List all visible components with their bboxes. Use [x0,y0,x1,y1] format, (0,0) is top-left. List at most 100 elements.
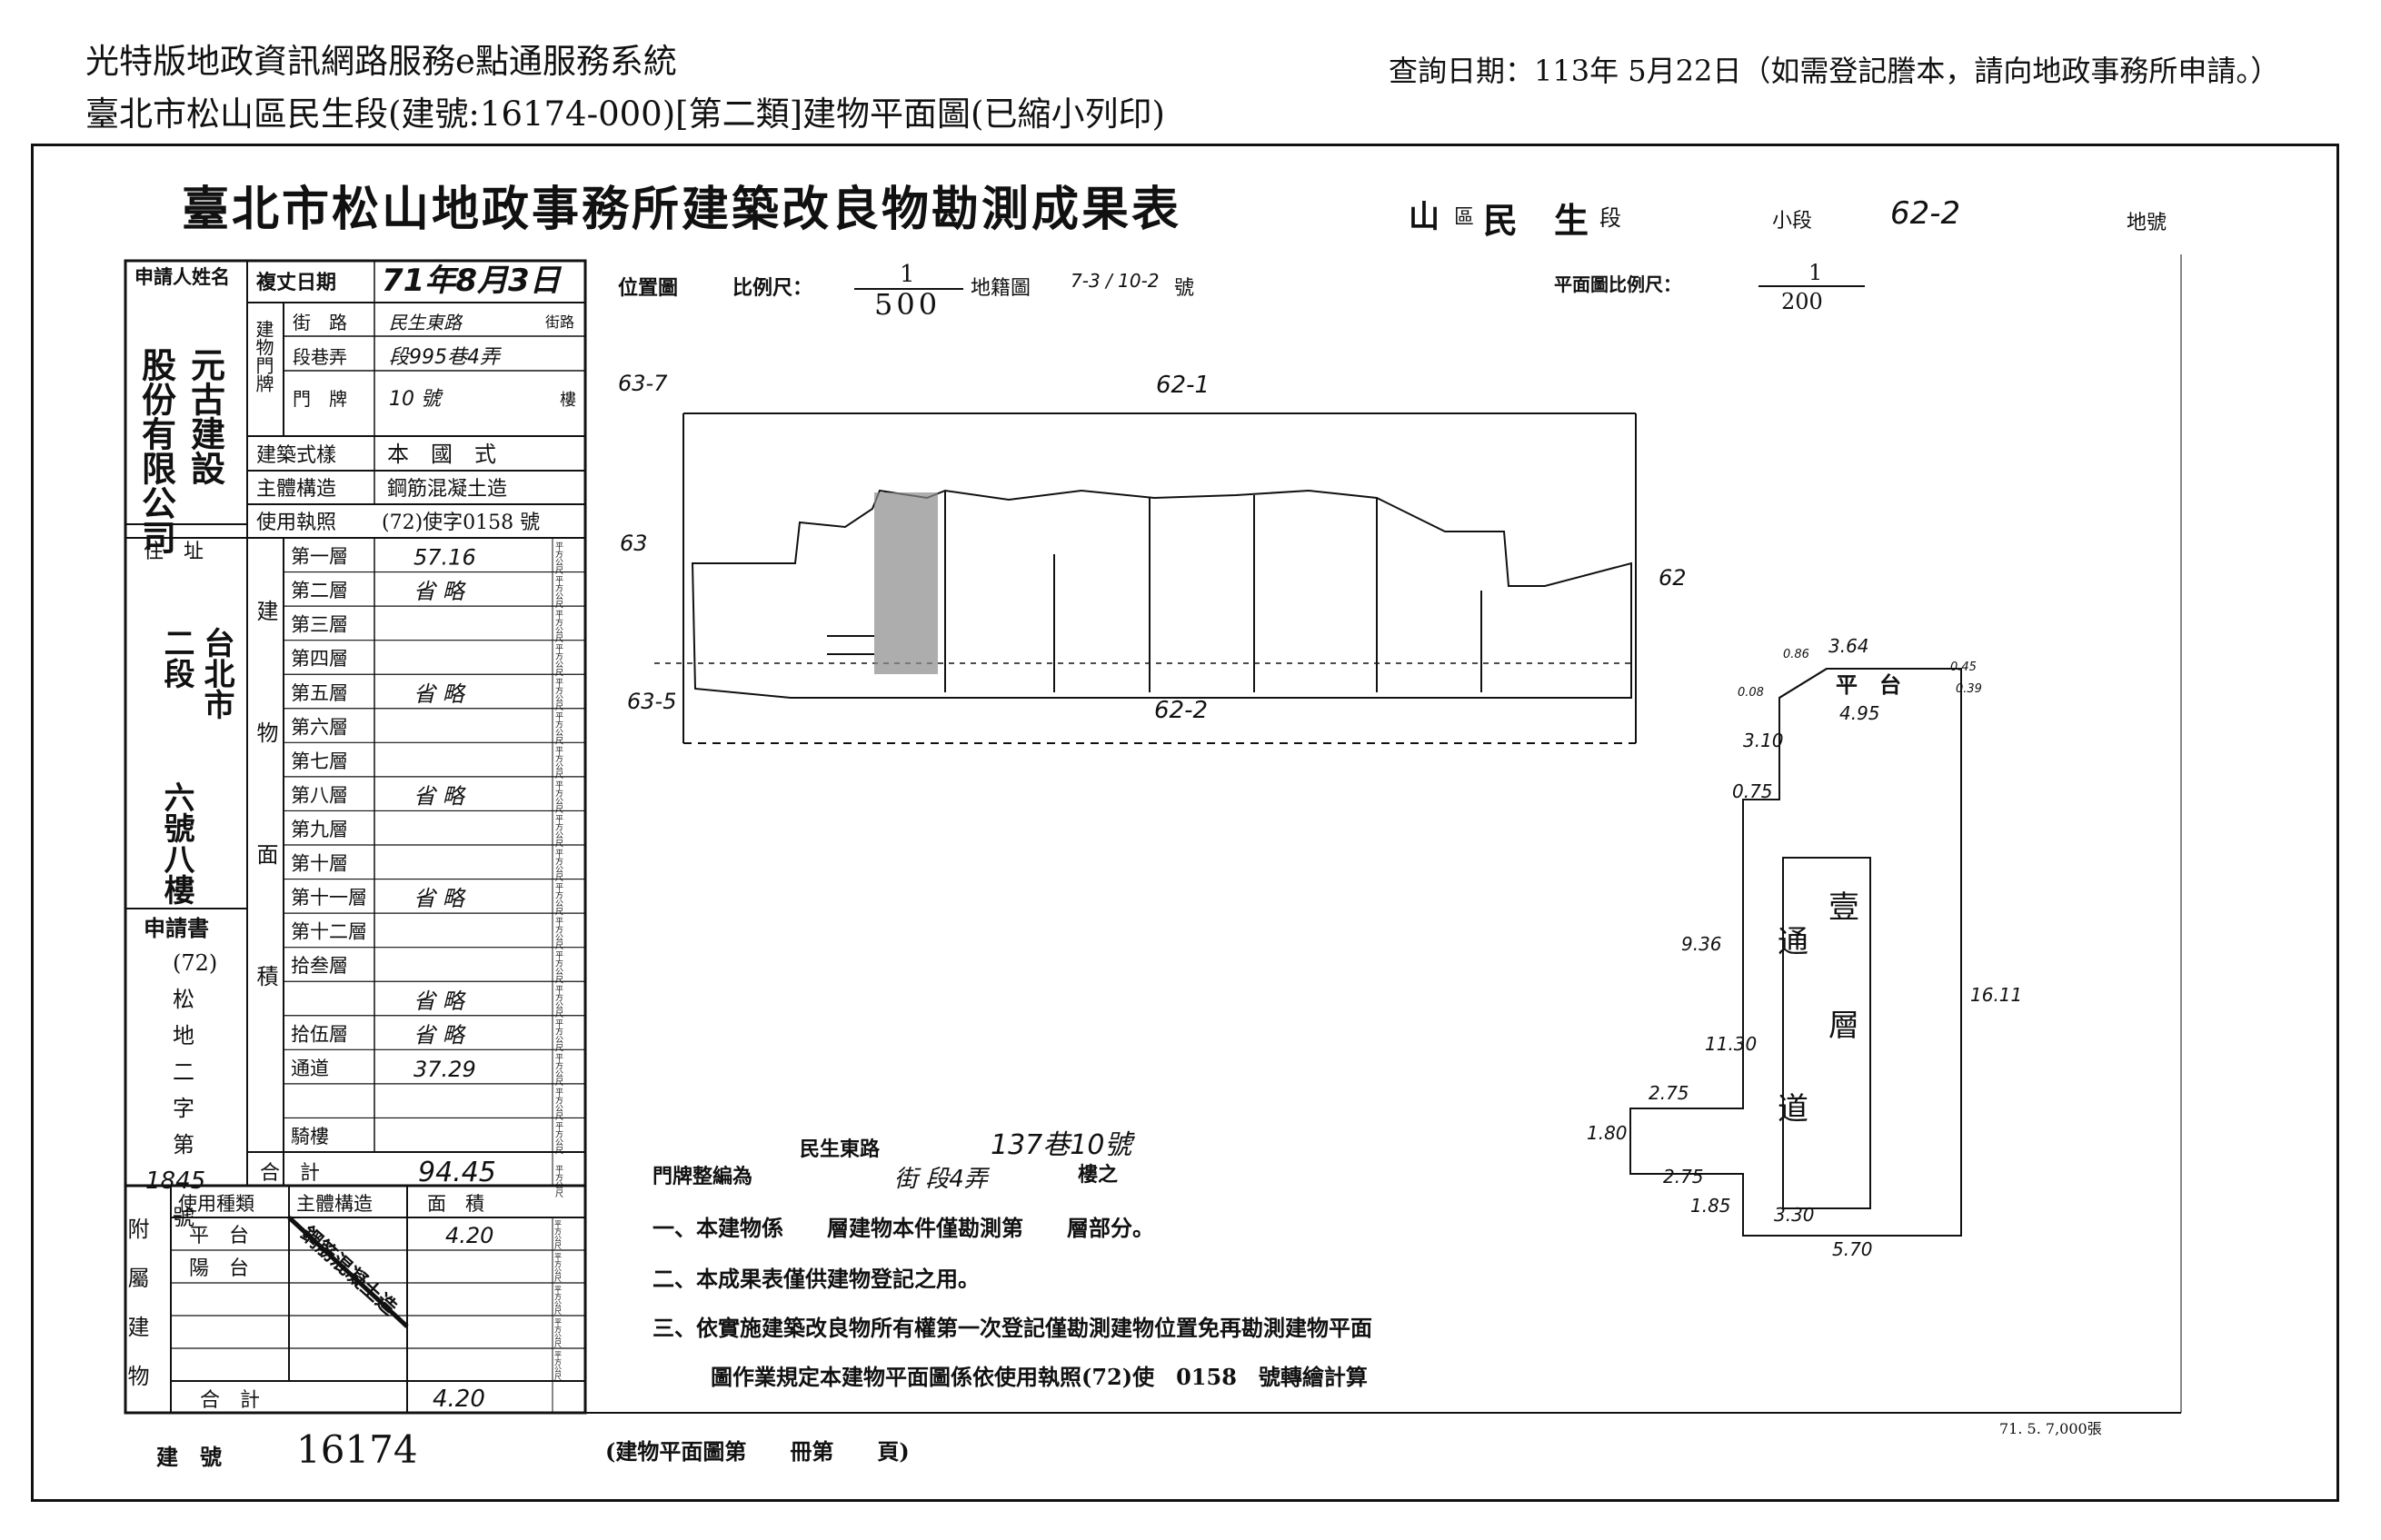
plan-dimension: 9.36 [1681,933,1722,955]
plan-dimension: 5.70 [1832,1238,1873,1260]
date-label: 複丈日期 [256,271,336,294]
floor-unit: 平方公尺 [553,1019,563,1053]
floor-name: 第一層 [291,546,348,568]
system-title: 光特版地政資訊網路服務e點通服務系統 [85,42,677,81]
floor-unit: 平方公尺 [553,712,563,746]
door-street-label: 街 路 [293,312,347,333]
location-scale-den: 500 [874,287,941,322]
floor-unit: 平方公尺 [553,985,563,1018]
floor-name: 騎樓 [291,1126,329,1148]
building-no-label: 建 號 [156,1444,222,1470]
floor-area: 37.29 [413,1057,476,1082]
door-number-value: 10 號 [389,388,443,411]
annex-total-value: 4.20 [433,1386,485,1413]
floor-unit: 平方公尺 [553,1053,563,1087]
floor-unit: 平方公尺 [553,917,563,950]
door-number-label: 門 牌 [293,388,347,410]
floor-unit: 平方公尺 [553,814,563,848]
floor-unit: 平方公尺 [553,951,563,985]
note-4: 圖作業規定本建物平面圖係依使用執照(72)使 0158 號轉繪計算 [711,1364,1368,1390]
structure: 鋼筋混凝土造 [387,478,507,501]
annex-type: 陽 台 [189,1257,249,1280]
location-scale-num: 1 [900,261,915,288]
total-unit: 平方公尺 [553,1165,563,1198]
address-label: 住 址 [144,541,204,563]
annex-unit: 平方公尺 [554,1318,563,1348]
floor-name: 拾伍層 [291,1023,348,1045]
note-1: 一、本建物係 層建物本件僅勘測第 層部分。 [653,1215,1154,1241]
door-compile-floor: 樓之 [1078,1163,1118,1187]
floor-area: 省 略 [413,681,467,707]
application-line: (72) [173,950,217,976]
floor-name: 第九層 [291,819,348,840]
floor-area: 省 略 [413,579,467,604]
location-scale-label: 比例尺： [732,276,812,300]
annex-row-lines [171,1249,585,1349]
plan-dimension: 0.86 [1783,648,1809,661]
door-number-suffix: 樓 [560,391,576,410]
building-style: 本 國 式 [387,442,496,467]
address-line-3: 六號八樓 [158,781,194,905]
license-label: 使用執照 [256,512,336,534]
plan-dimension: 3.10 [1743,730,1784,751]
site-label-63-5: 63-5 [627,689,676,714]
annex-area: 4.20 [445,1223,493,1248]
form-code: 71. 5. 7,000張 [1999,1420,2102,1437]
note-2: 二、本成果表僅供建物登記之用。 [653,1266,980,1292]
survey-sheet-frame [31,144,2339,1502]
floor-unit: 平方公尺 [553,1121,563,1155]
building-style-label: 建築式樣 [256,444,336,467]
plan-dimension: 3.64 [1828,635,1869,657]
application-line: 地 [173,1023,194,1048]
annex-unit: 平方公尺 [554,1286,563,1316]
floor-name: 第十一層 [291,887,367,909]
district-duan: 段 [1599,205,1621,231]
floor-unit: 平方公尺 [553,575,563,609]
plan-dimension: 11.30 [1705,1033,1757,1055]
annex-type: 平 台 [189,1225,249,1247]
site-label-62: 62 [1659,565,1687,591]
cadastral-map-no: 7-3 / 10-2 [1071,270,1160,292]
door-street-suffix: 街路 [545,313,574,331]
site-label-63: 63 [620,531,648,556]
annex-structure: 鋼筋混凝土造 [295,1221,401,1319]
total-value: 94.45 [418,1157,496,1188]
license: (72)使字0158 號 [382,512,540,534]
plan-dimension: 0.39 [1956,682,1982,696]
plan-dimension: 0.08 [1738,686,1764,700]
plan-dimension: 2.75 [1649,1082,1689,1104]
survey-date: 71年8月3日 [382,263,563,299]
annex-header-structure: 主體構造 [296,1193,373,1215]
area-label: 建物面積 [253,600,278,1087]
plan-dimension: 4.95 [1839,702,1880,724]
floor-unit: 平方公尺 [553,541,563,575]
cadastral-map-label: 地籍圖 [971,277,1031,300]
door-label: 建物門牌 [253,320,274,392]
district-xiaoduan: 小段 [1772,210,1812,233]
door-lane-value: 段995巷4弄 [389,346,502,369]
floor-name: 第十層 [291,853,348,875]
application-line: 號 [173,1205,194,1230]
door-compile-street: 民生東路 [800,1138,881,1161]
floor-area: 省 略 [413,989,467,1014]
door-street-value: 民生東路 [389,312,463,333]
floor-unit: 平方公尺 [553,644,563,678]
structure-label: 主體構造 [256,478,336,501]
floor-row-lines [284,571,585,1119]
document-subtitle: 臺北市松山區民生段(建號:16174-000)[第二類]建物平面圖(已縮小列印) [85,94,1165,134]
annex-unit: 平方公尺 [554,1220,563,1250]
plan-dimension: 0.75 [1732,780,1773,802]
plan-dimension: 2.75 [1663,1166,1704,1187]
annex-label: 附屬建物 [124,1217,149,1414]
plan-dimension: 16.11 [1970,984,2022,1006]
total-label: 合 計 [260,1162,320,1185]
query-date: 查詢日期：113年 5月22日（如需登記謄本，請向地政事務所申請。） [1389,54,2280,88]
applicant-label: 申請人姓名 [134,265,230,288]
floor-name: 第五層 [291,682,348,704]
district-min: 民 [1483,200,1518,241]
floor-name: 第七層 [291,750,348,772]
floor-name: 第十二層 [291,921,367,943]
floor-unit: 平方公尺 [553,746,563,780]
